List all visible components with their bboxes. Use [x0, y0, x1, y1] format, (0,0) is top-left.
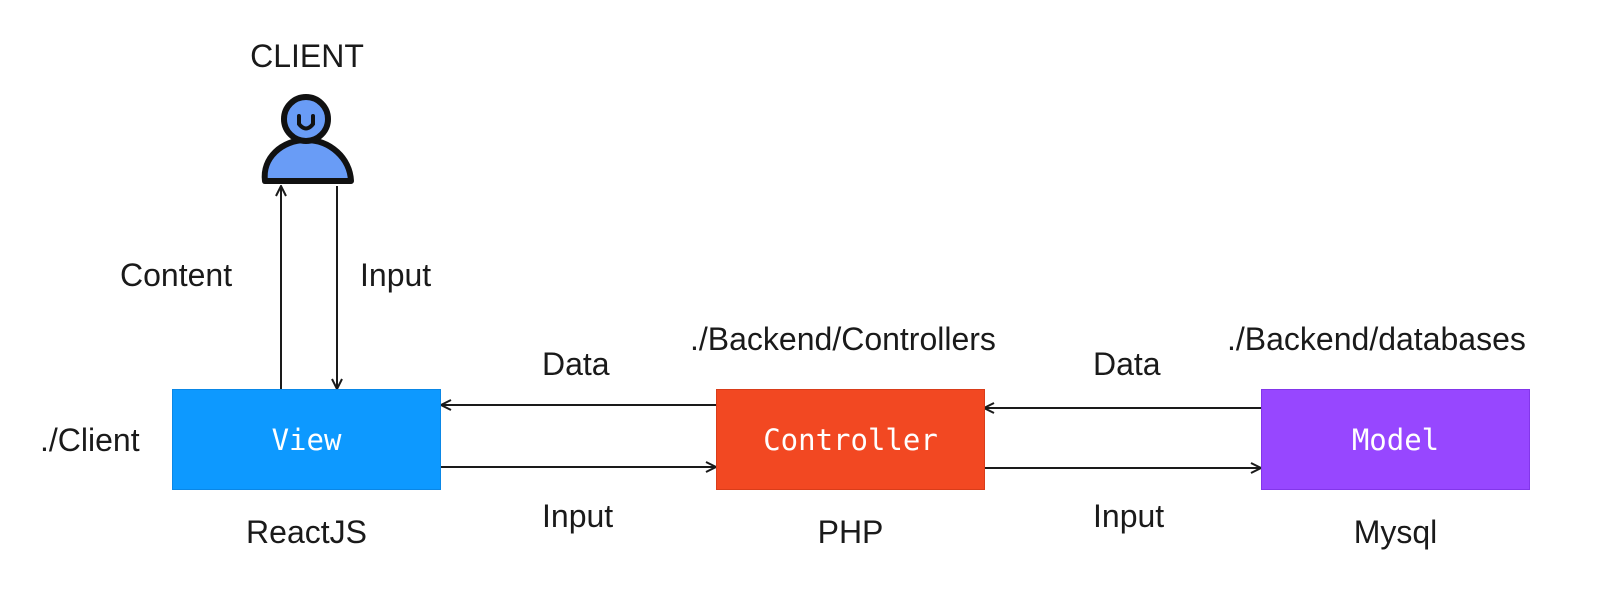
client-title: CLIENT	[250, 38, 364, 74]
view-path-label: ./Client	[40, 422, 140, 458]
view-controller-data-label: Data	[542, 346, 610, 382]
controller-tech-label: PHP	[817, 514, 884, 550]
view-tech-label: ReactJS	[246, 514, 367, 550]
model-box[interactable]: Model	[1261, 389, 1530, 490]
controller-box[interactable]: Controller	[716, 389, 985, 490]
controller-model-data-label: Data	[1093, 346, 1161, 382]
controller-label: Controller	[763, 422, 938, 457]
view-label: View	[271, 422, 342, 457]
view-box[interactable]: View	[172, 389, 441, 490]
model-tech-label: Mysql	[1353, 514, 1438, 550]
content-label: Content	[120, 257, 233, 293]
view-controller-input-label: Input	[542, 498, 614, 534]
user-avatar-icon	[261, 94, 354, 184]
model-label: Model	[1351, 422, 1440, 457]
client-input-label: Input	[360, 257, 432, 293]
controller-model-input-label: Input	[1093, 498, 1165, 534]
controller-path-label: ./Backend/Controllers	[690, 321, 996, 357]
model-path-label: ./Backend/databases	[1227, 321, 1526, 357]
